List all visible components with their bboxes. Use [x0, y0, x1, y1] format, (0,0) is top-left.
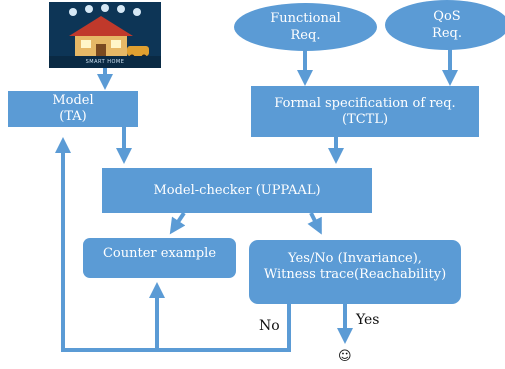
yes-label: Yes: [356, 312, 380, 328]
qos-req-line2: Req.: [432, 26, 462, 41]
model-checker-label: Model-checker (UPPAAL): [153, 182, 321, 198]
model-box: Model (TA): [8, 91, 138, 127]
counter-example-label: Counter example: [102, 246, 217, 261]
qos-req-ellipse: QoS Req.: [385, 0, 505, 50]
model-title: Model: [52, 93, 94, 108]
arrow-checker-to-result: [307, 212, 322, 235]
no-label: No: [259, 318, 280, 334]
arrow-checker-to-counter: [169, 211, 186, 235]
smiley-icon: ☺: [338, 349, 352, 364]
functional-req-line2: Req.: [290, 28, 321, 43]
model-checker-box: Model-checker (UPPAAL): [102, 168, 372, 213]
result-line1: Yes/No (Invariance),: [288, 251, 422, 266]
functional-req-line1: Functional: [270, 11, 341, 26]
result-box: Yes/No (Invariance), Witness trace(Reach…: [249, 240, 461, 304]
result-line2: Witness trace(Reachability): [263, 267, 447, 282]
counter-example-box: Counter example: [83, 238, 236, 278]
functional-req-ellipse: Functional Req.: [234, 3, 377, 51]
formal-spec-title: Formal specification of req.: [274, 95, 456, 111]
loop-no-to-model: [55, 137, 291, 352]
formal-spec-subtitle: (TCTL): [341, 111, 389, 127]
smart-home-caption: SMART HOME: [85, 59, 125, 65]
smart-home-image: SMART HOME: [49, 2, 161, 68]
formal-spec-box: Formal specification of req. (TCTL): [251, 86, 479, 137]
qos-req-line1: QoS: [433, 9, 461, 24]
model-subtitle: (TA): [59, 109, 87, 124]
